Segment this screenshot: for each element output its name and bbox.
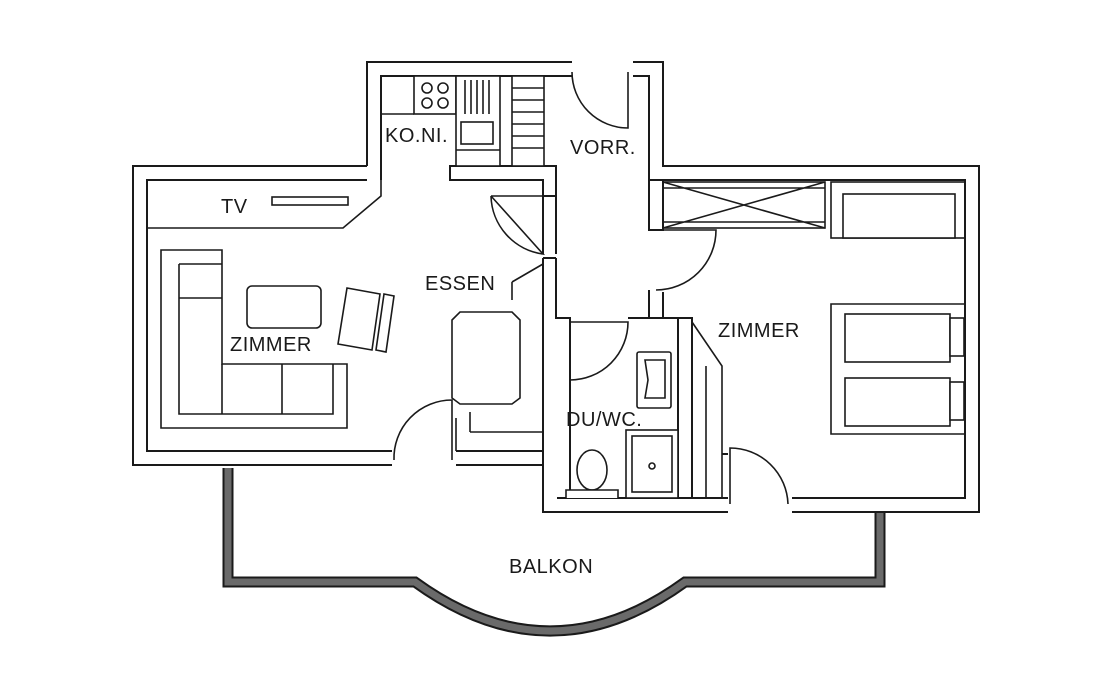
stove xyxy=(413,75,457,115)
sink xyxy=(455,75,501,167)
living-furniture xyxy=(160,249,521,429)
label-tv: TV xyxy=(221,196,248,218)
shelf xyxy=(511,75,545,167)
label-bedroom: ZIMMER xyxy=(718,320,800,342)
label-kitchenette: KO.NI. xyxy=(385,125,448,147)
kitchenette xyxy=(413,75,545,167)
tv-unit xyxy=(271,196,349,206)
outer-walls xyxy=(132,61,980,513)
bed xyxy=(844,377,951,427)
burner-icon xyxy=(421,97,433,109)
coffee-table xyxy=(246,285,322,329)
room-labels: KO.NI. VORR. TV ESSEN ZIMMER ZIMMER DU/W… xyxy=(221,125,800,578)
toilet xyxy=(576,449,608,491)
dining-table xyxy=(451,311,521,405)
label-bathroom: DU/WC. xyxy=(566,409,642,431)
label-living-room: ZIMMER xyxy=(230,334,312,356)
doors xyxy=(393,71,789,505)
bedroom-furniture xyxy=(662,181,966,435)
burner-icon xyxy=(437,82,449,94)
label-hall: VORR. xyxy=(570,137,636,159)
interior-walls xyxy=(147,113,728,499)
armchair xyxy=(337,287,381,351)
wardrobe xyxy=(662,181,826,229)
shower xyxy=(625,429,679,499)
burner-icon xyxy=(421,82,433,94)
balcony xyxy=(222,468,886,637)
label-dining: ESSEN xyxy=(425,273,495,295)
bathroom-fixtures xyxy=(565,351,679,499)
label-balcony: BALKON xyxy=(509,556,593,578)
bed xyxy=(844,313,951,363)
burner-icon xyxy=(437,97,449,109)
